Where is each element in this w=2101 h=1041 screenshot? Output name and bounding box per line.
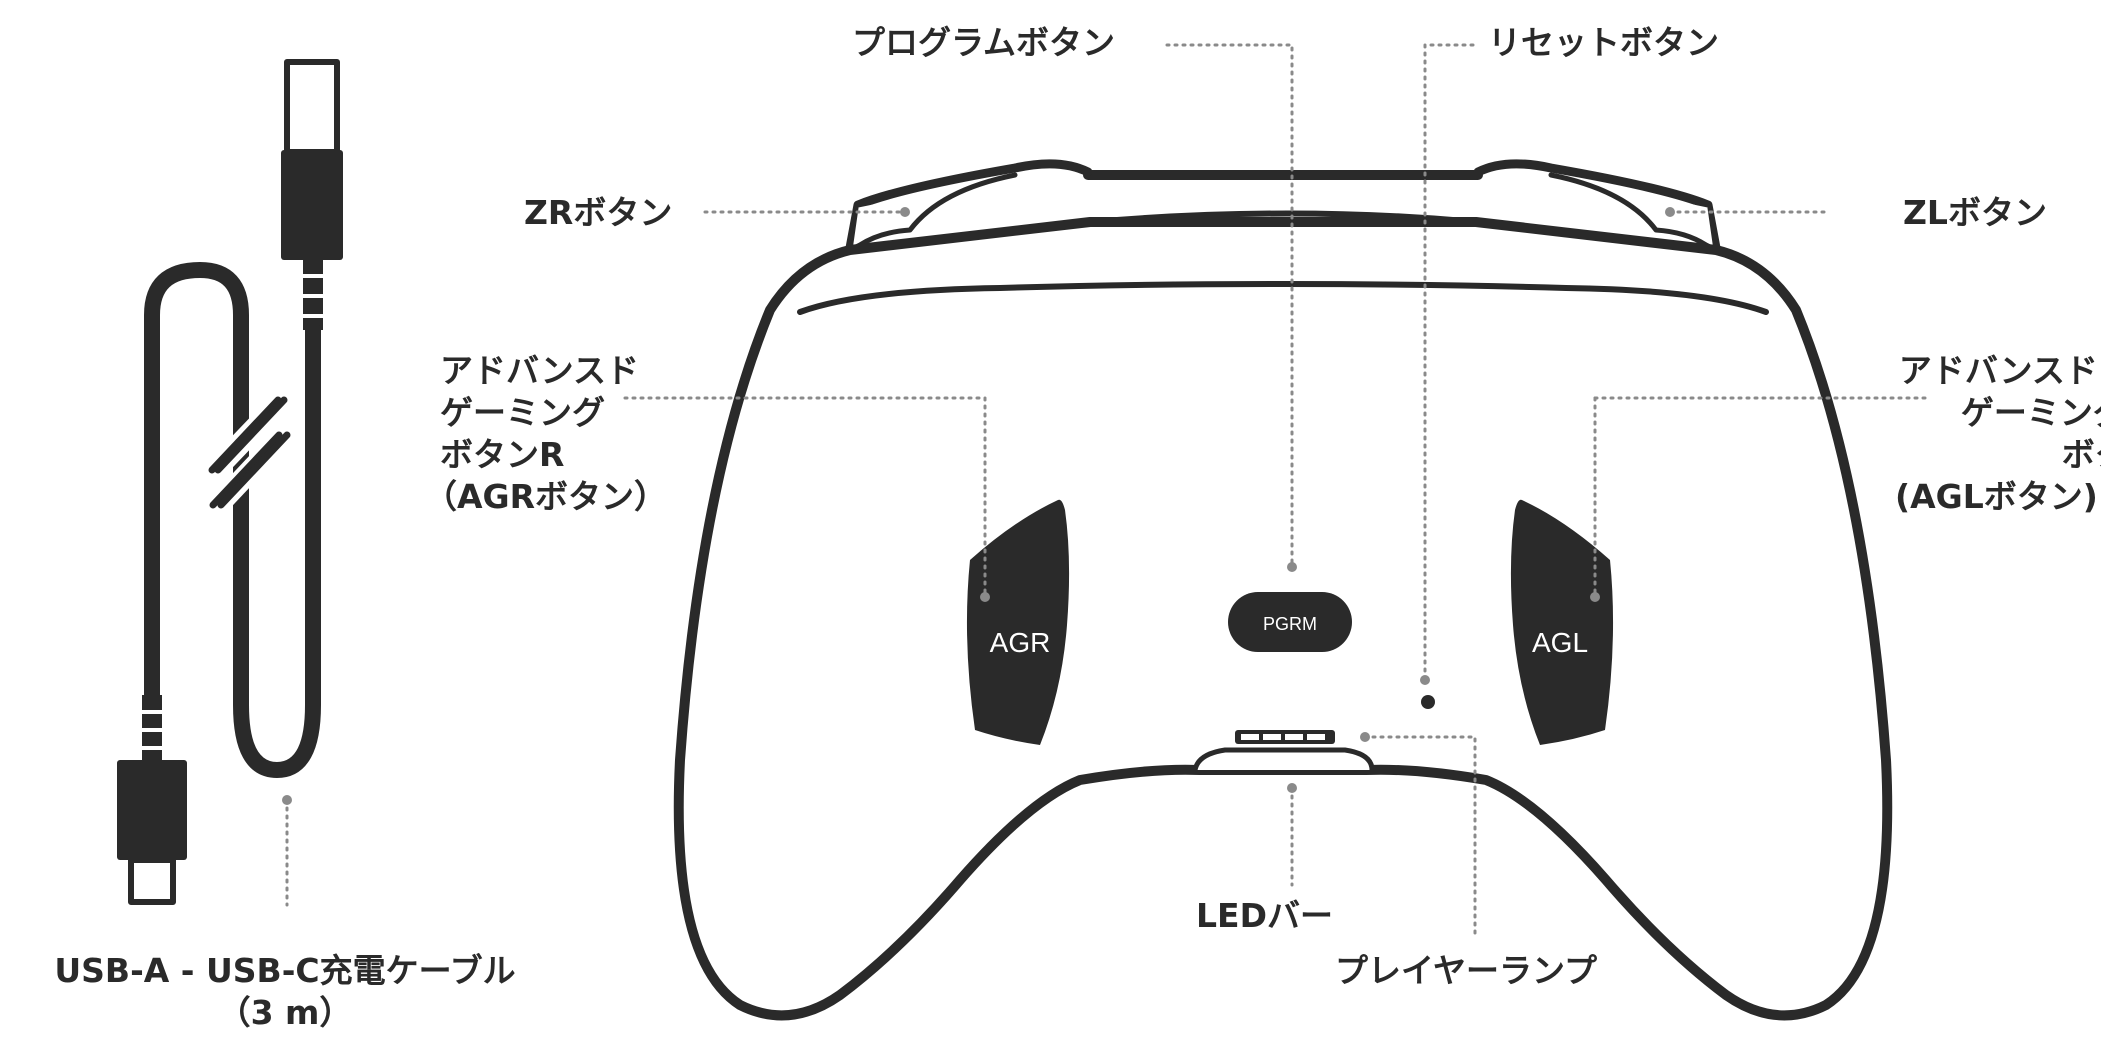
player-lamp [1235, 730, 1335, 744]
agl-paddle [1510, 499, 1614, 745]
label-agr-line-2: ゲーミング [440, 393, 605, 432]
pgrm-button [1228, 592, 1352, 652]
label-agl-line-3: ボタンL [2061, 435, 2101, 474]
label-agl-line-2: ゲーミング [1960, 393, 2101, 432]
usb-a-body [281, 150, 343, 260]
label-agr-button: アドバンスド ゲーミング ボタンR （AGRボタン） [424, 350, 667, 518]
usb-cable-icon [117, 59, 343, 905]
label-zl-button: ZLボタン [1903, 193, 2047, 232]
label-player-lamp: プレイヤーランプ [1335, 951, 1598, 990]
usb-c-body [117, 760, 187, 860]
reset-hole [1421, 695, 1435, 709]
usb-c-tip [128, 857, 176, 905]
label-usb-cable: USB-A - USB-C充電ケーブル （3 m） [25, 950, 545, 1034]
label-agl-button: アドバンスド ゲーミング ボタンL (AGLボタン) [1895, 350, 2101, 518]
leader-lines [285, 43, 1932, 937]
label-agr-line-1: アドバンスド [440, 351, 639, 390]
agl-paddle-text: AGL [1532, 627, 1588, 658]
usb-a-tip [284, 59, 340, 155]
pgrm-button-text: PGRM [1263, 614, 1317, 634]
label-agr-line-3: ボタンR [440, 435, 565, 474]
controller-body [673, 159, 1893, 1021]
agr-paddle-text: AGR [990, 627, 1051, 658]
label-agl-line-4: (AGLボタン) [1895, 477, 2098, 516]
label-agl-line-1: アドバンスド [1898, 351, 2098, 390]
label-cable-line-2: （3 m） [217, 993, 353, 1032]
label-program-button: プログラムボタン [852, 23, 1116, 62]
leader-dots [282, 207, 1675, 805]
label-zr-button: ZRボタン [524, 193, 673, 232]
label-led-bar: LEDバー [1196, 896, 1333, 935]
agr-paddle [966, 499, 1070, 745]
label-agr-line-4: （AGRボタン） [424, 477, 668, 516]
label-reset-button: リセットボタン [1488, 23, 1719, 62]
label-cable-line-1: USB-A - USB-C充電ケーブル [54, 951, 516, 990]
